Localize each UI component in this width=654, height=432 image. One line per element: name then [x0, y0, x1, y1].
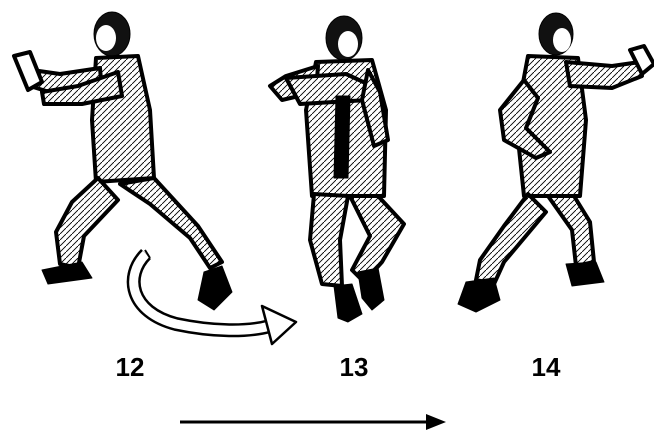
figure-12-left-foot [42, 262, 92, 284]
figure-14-left-foot [458, 278, 500, 312]
figure-14-right-foot [566, 262, 604, 286]
figure-14-illustration [458, 13, 654, 312]
figure-13-hands [286, 74, 372, 104]
figure-12-left-leg [56, 178, 118, 268]
figure-13-left-leg [310, 194, 348, 286]
figure-13-right-foot [358, 268, 384, 310]
figure-12-palm [14, 52, 42, 90]
figure-13-illustration [270, 16, 404, 322]
right-direction-arrow-icon [180, 414, 446, 430]
figure-number-13: 13 [314, 352, 394, 383]
figure-12-right-foot [198, 266, 232, 310]
figure-number-12: 12 [90, 352, 170, 383]
figure-14-left-leg [476, 194, 546, 284]
figure-14-extended-arm [566, 62, 642, 88]
figure-13-left-foot [334, 284, 362, 322]
figure-12-illustration [14, 12, 232, 310]
figure-14-right-leg [548, 196, 594, 266]
figure-12-right-leg [120, 178, 222, 268]
figure-number-14: 14 [506, 352, 586, 383]
